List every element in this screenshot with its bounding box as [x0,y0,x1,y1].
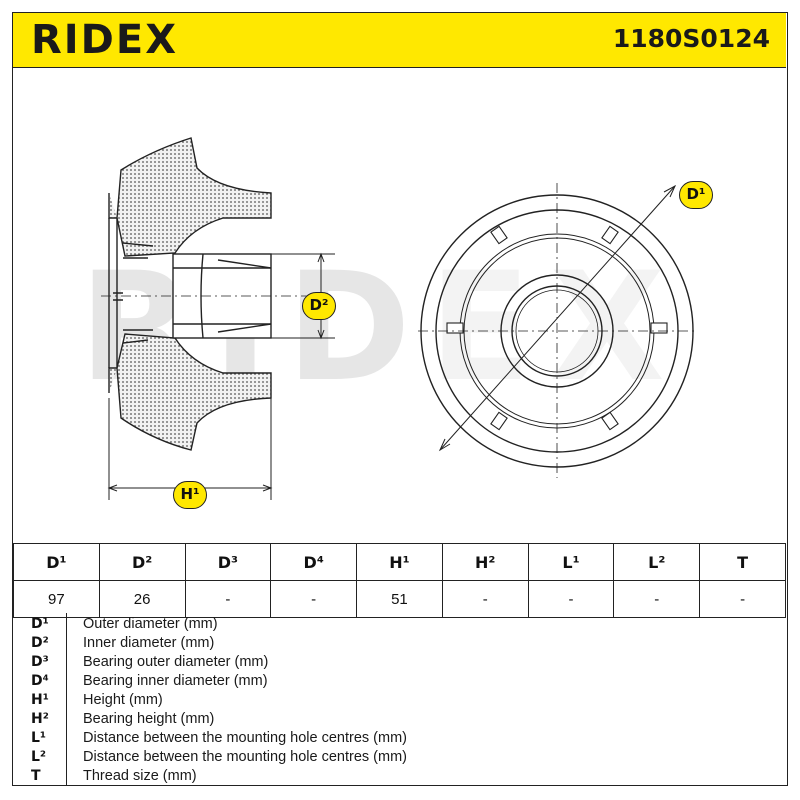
product-sheet: RIDEX 1180S0124 RIDEX [12,12,788,786]
spec-header: H² [441,543,529,581]
legend-text: Distance between the mounting hole centr… [83,749,407,765]
spec-value: - [184,580,272,618]
spec-value: - [527,580,615,618]
legend-key: D⁴ [31,673,49,689]
spec-header: H¹ [356,543,443,581]
section-body-top [108,137,272,257]
legend-key: L¹ [31,730,47,746]
section-body-bottom [108,333,272,451]
legend-text: Distance between the mounting hole centr… [83,730,407,746]
front-view [418,183,697,478]
tag-h1: H¹ [173,481,207,509]
legend-item: T Thread size (mm) [13,767,786,786]
brand-logo: RIDEX [31,17,179,63]
spec-header-row: D¹ D² D³ D⁴ H¹ H² L¹ L² T [13,543,786,581]
technical-drawing: RIDEX [13,68,786,548]
spec-header: T [699,543,786,581]
legend-text: Outer diameter (mm) [83,616,218,632]
retaining-tabs [446,225,668,431]
spec-value: 97 [13,580,100,618]
spec-value: 26 [98,580,186,618]
legend-key: D¹ [31,616,49,632]
dimension-d1 [438,184,677,452]
legend-item: L² Distance between the mounting hole ce… [13,748,786,767]
spec-value: - [613,580,701,618]
legend-item: D³ Bearing outer diameter (mm) [13,653,786,672]
legend-text: Bearing height (mm) [83,711,215,727]
tag-d2: D² [302,292,336,320]
legend-item: D¹ Outer diameter (mm) [13,615,786,634]
legend-item: L¹ Distance between the mounting hole ce… [13,729,786,748]
legend-divider [66,613,67,785]
spec-table: D¹ D² D³ D⁴ H¹ H² L¹ L² T 97 26 - - 51 -… [13,543,786,618]
legend-text: Bearing inner diameter (mm) [83,673,268,689]
legend-key: H¹ [31,692,49,708]
legend: D¹ Outer diameter (mm) D² Inner diameter… [13,613,786,785]
drawing-canvas [101,137,697,500]
dimension-d2 [271,252,335,340]
spec-header: L¹ [527,543,615,581]
spec-header: D⁴ [270,543,358,581]
legend-key: D³ [31,654,49,670]
legend-key: D² [31,635,49,651]
legend-key: H² [31,711,49,727]
legend-item: H² Bearing height (mm) [13,710,786,729]
spec-value: - [699,580,786,618]
legend-key: L² [31,749,47,765]
spec-value: - [270,580,358,618]
spec-header: L² [613,543,701,581]
header-bar: RIDEX 1180S0124 [13,13,786,68]
part-number: 1180S0124 [612,24,770,53]
spec-header: D³ [184,543,272,581]
spec-value: - [441,580,529,618]
legend-text: Thread size (mm) [83,768,197,784]
spec-value-row: 97 26 - - 51 - - - - [13,580,786,618]
side-section-view [101,137,313,451]
legend-key: T [31,768,41,784]
spec-header: D² [98,543,186,581]
legend-text: Inner diameter (mm) [83,635,215,651]
spec-header: D¹ [13,543,100,581]
legend-item: D⁴ Bearing inner diameter (mm) [13,672,786,691]
spec-value: 51 [356,580,443,618]
legend-text: Height (mm) [83,692,163,708]
tag-d1: D¹ [679,181,713,209]
legend-item: D² Inner diameter (mm) [13,634,786,653]
legend-item: H¹ Height (mm) [13,691,786,710]
legend-text: Bearing outer diameter (mm) [83,654,269,670]
